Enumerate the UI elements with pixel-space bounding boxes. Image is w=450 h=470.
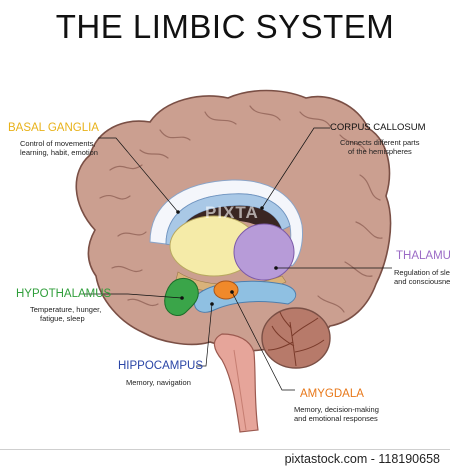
stock-footer-text: pixtastock.com - 118190658 [284, 452, 440, 466]
corpus-callosum-desc-1: Connects different parts [340, 138, 420, 147]
hippocampus-desc-1: Memory, navigation [126, 378, 191, 387]
amygdala-desc-2: and emotional responses [294, 414, 378, 423]
stock-footer-bar: pixtastock.com - 118190658 [0, 449, 450, 470]
brainstem [213, 333, 259, 433]
amygdala-desc-1: Memory, decision-making [294, 405, 379, 414]
cortex-folds [99, 105, 383, 313]
thalamus-shape [233, 223, 295, 281]
diagram-title: THE LIMBIC SYSTEM [55, 8, 395, 45]
corpus-callosum-label: CORPUS CALLOSUM [330, 122, 426, 133]
basal-ganglia-desc-2: learning, habit, emotion [20, 148, 98, 157]
watermark: PIXTA [205, 203, 259, 222]
hippocampus-label: HIPPOCAMPUS [118, 360, 203, 372]
thalamus-desc-2: and consciousness [394, 277, 450, 286]
thalamus-label: THALAMUS [396, 250, 450, 262]
brainstem-line [233, 349, 247, 431]
corpus-callosum-desc-2: of the hemispheres [348, 147, 412, 156]
hypothalamus-desc-1: Temperature, hunger, [30, 305, 102, 314]
amygdala-shape [213, 280, 239, 300]
thalamus-desc-1: Regulation of sleep [394, 268, 450, 277]
amygdala-label: AMYGDALA [300, 388, 364, 400]
hypothalamus-label: HYPOTHALAMUS [16, 288, 112, 300]
basal-ganglia-desc-1: Control of movements, [20, 139, 96, 148]
basal-ganglia-label: BASAL GANGLIA [8, 122, 99, 134]
hypothalamus-desc-2: fatigue, sleep [40, 314, 85, 323]
leader-dots [176, 206, 278, 306]
cerebellum [261, 307, 331, 369]
leader-lines [80, 127, 392, 391]
